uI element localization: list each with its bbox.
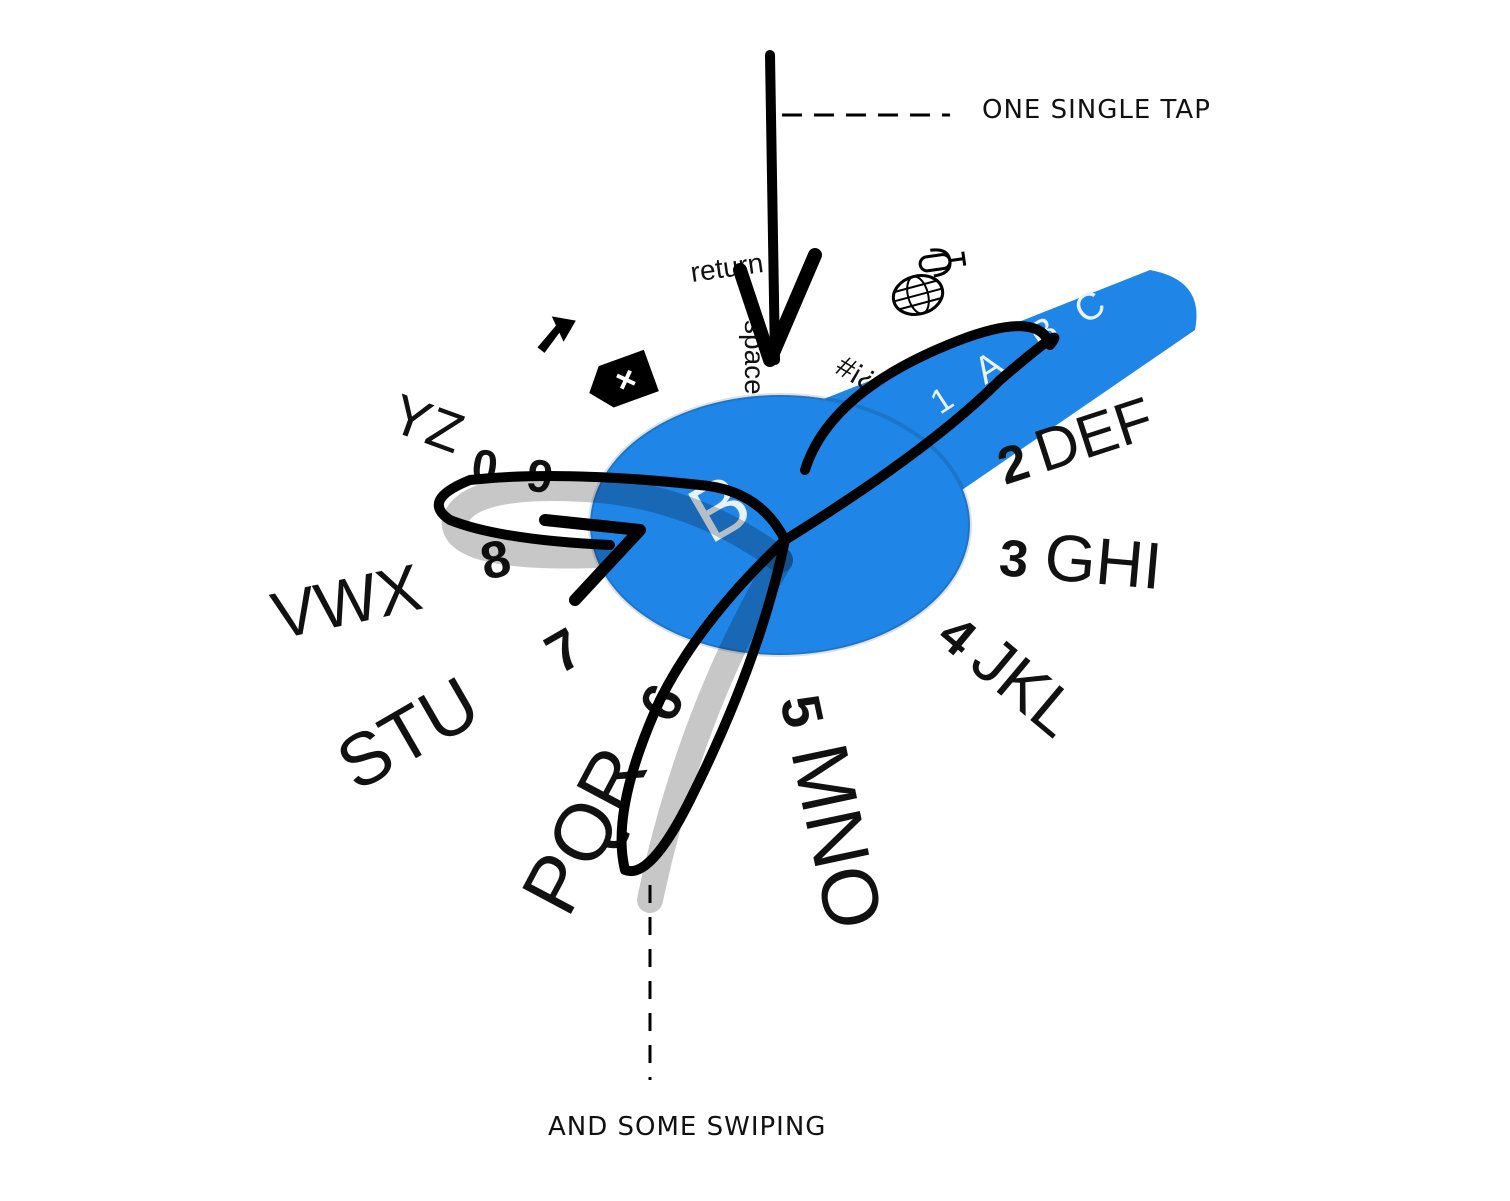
key-letters: YZ (383, 381, 472, 465)
swipe-annotation: AND SOME SWIPING (548, 1112, 826, 1142)
swipe-gesture-path (433, 321, 1060, 877)
globe-icon[interactable] (889, 270, 947, 320)
key-number: 3 (997, 529, 1031, 589)
dial-key-5[interactable]: 5 MNO (763, 685, 900, 937)
delete-icon[interactable] (582, 349, 659, 414)
key-letters: MNO (774, 736, 900, 937)
key-letters: GHI (1042, 519, 1165, 603)
key-letters: JKL (958, 621, 1093, 751)
key-number: 5 (768, 689, 836, 733)
tap-annotation: ONE SINGLE TAP (982, 95, 1211, 125)
shift-arrow-icon[interactable] (528, 308, 582, 355)
key-letters: STU (323, 660, 493, 806)
tap-arrow (733, 50, 950, 367)
dial-key-3[interactable]: 3 GHI (997, 515, 1165, 603)
dial-key-4[interactable]: 4 JKL (926, 594, 1093, 751)
key-letters: VWX (265, 549, 427, 653)
key-number: 7 (535, 615, 593, 685)
return-key[interactable]: return (689, 247, 766, 288)
microphone-icon[interactable] (918, 246, 967, 278)
